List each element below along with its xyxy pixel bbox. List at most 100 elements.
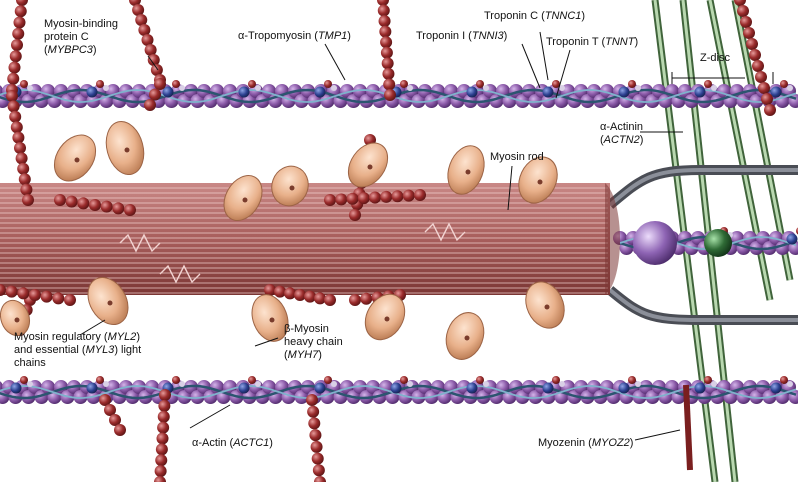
- chain-bead: [7, 72, 20, 85]
- troponin-bead: [786, 233, 798, 245]
- chain-bead: [377, 4, 390, 17]
- troponin-cap: [331, 85, 337, 91]
- chain-bead: [755, 71, 767, 83]
- troponin-bead: [618, 86, 630, 98]
- troponin-bead: [162, 86, 174, 98]
- label-tnni3-gene: TNNI3: [471, 30, 504, 42]
- chain-bead: [335, 193, 348, 206]
- myosin-head: [0, 299, 31, 337]
- troponin-cap: [476, 376, 484, 384]
- actin-bead: [600, 84, 614, 98]
- chain-bead: [734, 0, 746, 6]
- chain-bead: [324, 194, 336, 206]
- chain-bead: [138, 24, 151, 36]
- actin-bead: [411, 390, 426, 404]
- myosin-head-dot: [384, 316, 390, 322]
- label-tnnt-gene: TNNT: [605, 36, 635, 48]
- chain-bead: [155, 443, 168, 456]
- chain-bead: [380, 46, 393, 59]
- troponin-bead: [390, 382, 402, 394]
- chain-bead: [22, 194, 34, 206]
- myosin-head: [251, 294, 289, 342]
- troponin-cap: [27, 85, 33, 91]
- actinin-ball: [633, 221, 677, 265]
- chain-bead: [132, 4, 145, 16]
- troponin-bead: [86, 86, 98, 98]
- chain-bead: [381, 57, 394, 70]
- actin-bead: [736, 390, 751, 404]
- troponin-cap: [20, 80, 28, 88]
- chain-bead: [154, 78, 166, 90]
- troponin-cap: [635, 85, 641, 91]
- myosin-head: [53, 134, 97, 182]
- chain-bead: [307, 405, 320, 418]
- myosin-head-dot: [124, 147, 130, 153]
- chain-bead: [89, 199, 101, 211]
- chain-bead: [157, 421, 170, 434]
- myosin-head: [518, 156, 558, 204]
- chain-bead: [14, 5, 27, 18]
- myosin-head: [105, 121, 145, 175]
- troponin-cap: [711, 85, 717, 91]
- chain-bead: [141, 34, 154, 46]
- label-myl-gene1: MYL2: [107, 331, 137, 343]
- troponin-cap: [711, 381, 717, 387]
- myosin-head-dot: [537, 179, 543, 185]
- chain-bead: [114, 424, 126, 436]
- label-myh7: β-Myosin heavy chain (MYH7): [284, 323, 343, 361]
- chain-bead: [310, 440, 323, 453]
- chain-bead: [758, 82, 770, 94]
- chain-bead: [109, 414, 121, 426]
- chain-bead: [761, 93, 773, 105]
- myosin-head: [87, 277, 129, 325]
- chain-bead: [158, 399, 171, 412]
- label-tnnt-name: Troponin T: [546, 36, 599, 48]
- chain-bead: [9, 110, 22, 123]
- troponin-cap: [248, 376, 256, 384]
- troponin-cap: [255, 85, 261, 91]
- actin-bead: [528, 390, 543, 404]
- chain-bead: [17, 287, 30, 300]
- chain-bead: [360, 292, 373, 305]
- label-myl-line3: chains: [14, 357, 46, 369]
- actin-bead: [73, 390, 88, 404]
- actin-bead: [132, 380, 146, 394]
- actin-bead: [775, 94, 790, 108]
- chain-bead: [382, 67, 395, 80]
- label-actc1-gene: ACTC1: [233, 437, 270, 449]
- myosin-head: [525, 281, 565, 329]
- troponin-bead: [314, 382, 326, 394]
- troponin-cap: [172, 376, 180, 384]
- troponin-cap: [20, 376, 28, 384]
- troponin-cap: [407, 381, 413, 387]
- troponin-cap: [780, 376, 788, 384]
- chain-bead: [135, 14, 148, 26]
- label-mybpc3-line2: protein C: [44, 31, 89, 43]
- actin-bead: [756, 231, 770, 245]
- chain-bead: [380, 36, 393, 49]
- actin-bead: [749, 390, 764, 404]
- troponin-cap: [483, 381, 489, 387]
- troponin-cap: [476, 80, 484, 88]
- myosin-head-dot: [289, 185, 295, 191]
- chain-bead: [154, 465, 167, 478]
- chain-bead: [304, 290, 316, 303]
- actin-bead: [775, 390, 790, 404]
- actin-bead: [340, 380, 354, 394]
- chain-bead: [414, 189, 426, 201]
- chain-bead: [294, 289, 306, 301]
- chain-bead: [112, 202, 125, 215]
- troponin-bead: [10, 382, 22, 394]
- myosin-head-dot: [107, 300, 113, 306]
- actin-bead: [73, 94, 88, 108]
- troponin-bead: [618, 382, 630, 394]
- troponin-cap: [483, 85, 489, 91]
- chain-bead: [346, 192, 359, 205]
- actin-bead: [749, 94, 764, 108]
- myosin-bead-chains: [0, 0, 776, 482]
- label-actn2-gene: ACTN2: [603, 134, 640, 146]
- troponin-cap: [324, 80, 332, 88]
- troponin-bead: [314, 86, 326, 98]
- chain-bead: [380, 190, 393, 203]
